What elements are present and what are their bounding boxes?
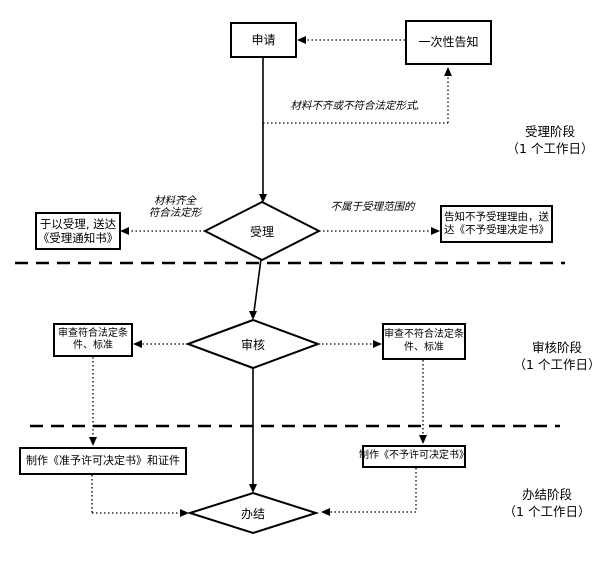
- node-review-label: 审核: [240, 337, 265, 352]
- edge-notice-to-apply: [297, 36, 405, 44]
- edge-accept-to-acceptno: [319, 227, 440, 235]
- edge-reviewfail-to-denial: [419, 360, 427, 444]
- node-review-fail-line2: 件、标准: [404, 341, 444, 353]
- node-review-fail-line1: 审查不符合法定条: [384, 329, 464, 340]
- node-accept-no-line1: 告知不予受理理由，送: [444, 210, 549, 223]
- stage-label-review-duration: （1 个工作日）: [513, 357, 601, 372]
- node-accept-yes: 于以受理, 送达 《受理通知书》: [35, 212, 121, 250]
- node-make-denial-label: 制作《不予许可决定书》: [359, 450, 469, 462]
- stage-label-finish-duration: （1 个工作日）: [503, 504, 591, 519]
- node-finish: 办结: [218, 499, 288, 527]
- stage-label-accept-duration: （1 个工作日）: [506, 141, 594, 156]
- accept-diamond-shape: [202, 200, 322, 262]
- stage-label-review-name: 审核阶段: [531, 340, 582, 355]
- edge-license-to-finish: [91, 475, 189, 517]
- label-materials-incomplete: 材料不齐或不符合法定形式,: [290, 100, 420, 112]
- node-finish-label: 办结: [240, 506, 265, 521]
- stage-label-accept-name: 受理阶段: [524, 124, 575, 139]
- label-materials-complete-line2: 符合法定形: [148, 207, 202, 220]
- edge-denial-to-finish: [321, 468, 417, 516]
- node-accept-yes-line1: 于以受理, 送达: [39, 216, 117, 231]
- edge-review-to-reviewpass: [133, 340, 188, 348]
- edge-incomplete-to-notice: [263, 67, 452, 124]
- node-review-pass: 审查符合法定条 件、标准: [53, 323, 133, 357]
- node-accept-no: 告知不予受理理由，送 达《不予受理决定书》: [440, 205, 553, 243]
- node-accept: 受理: [227, 217, 297, 245]
- review-diamond-shape: [185, 318, 321, 370]
- stage-label-finish: 办结阶段 （1 个工作日）: [492, 486, 602, 520]
- edge-review-to-reviewfail: [318, 340, 382, 348]
- edge-accept-to-acceptyes: [120, 227, 205, 235]
- stage-label-review: 审核阶段 （1 个工作日）: [504, 339, 605, 373]
- node-accept-yes-line2: 《受理通知书》: [37, 231, 119, 245]
- node-make-license: 制作《准予许可决定书》和证件: [19, 447, 187, 475]
- edge-apply-to-accept: [259, 58, 267, 203]
- node-one-time-notice: 一次性告知: [405, 20, 492, 65]
- edge-reviewpass-to-license: [89, 357, 97, 446]
- node-apply: 申请: [230, 22, 297, 58]
- edge-accept-to-review: [249, 258, 262, 320]
- stage-label-accept: 受理阶段 （1 个工作日）: [497, 123, 603, 157]
- node-accept-label: 受理: [249, 224, 274, 239]
- node-review-pass-line1: 审查符合法定条: [58, 327, 128, 339]
- node-accept-no-line2: 达《不予受理决定书》: [444, 224, 549, 236]
- node-apply-label: 申请: [251, 32, 276, 47]
- edge-review-to-finish: [249, 368, 257, 493]
- node-make-license-label: 制作《准予许可决定书》和证件: [26, 454, 180, 468]
- finish-diamond-shape: [186, 491, 320, 535]
- node-make-denial: 制作《不予许可决定书》: [359, 445, 469, 468]
- node-review: 审核: [218, 330, 288, 358]
- stage-label-finish-name: 办结阶段: [521, 487, 572, 502]
- label-not-in-scope: 不属于受理范围的: [330, 201, 415, 213]
- node-review-fail: 审查不符合法定条 件、标准: [382, 323, 466, 360]
- label-materials-complete: 材料齐全 符合法定形: [135, 195, 215, 219]
- node-review-pass-line2: 件、标准: [73, 340, 113, 351]
- label-materials-complete-line1: 材料齐全: [154, 195, 196, 207]
- node-one-time-notice-label: 一次性告知: [418, 35, 479, 49]
